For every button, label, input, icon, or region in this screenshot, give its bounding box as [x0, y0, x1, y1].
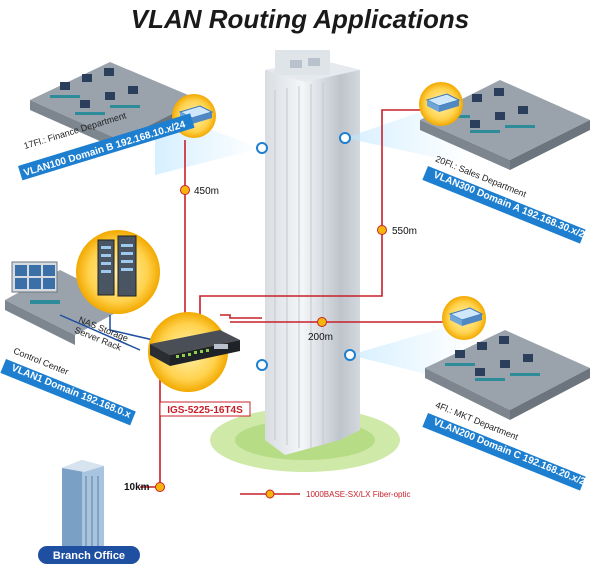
vlan-label-mkt: VLAN200 Domain C 192.168.20.x/24 [432, 417, 593, 490]
tower-port-sales [339, 132, 351, 144]
tower-port-mkt [344, 349, 356, 361]
distance-200m: 200m [308, 332, 333, 343]
banner-mkt [422, 413, 586, 491]
banner-sales [422, 166, 586, 244]
distance-10km: 10km [124, 482, 150, 493]
branch-office-badge [38, 546, 140, 564]
diagram-title: VLAN Routing Applications [130, 4, 470, 34]
branch-office-label: Branch Office [53, 550, 125, 562]
vlan-label-sales: VLAN300 Domain A 192.168.30.x/24 [432, 170, 592, 243]
branch-office-building [62, 460, 104, 552]
switch-model-label: IGS-5225-16T4S [167, 405, 243, 416]
legend-label: 1000BASE-SX/LX Fiber-optic [306, 490, 411, 499]
node-10km [155, 482, 165, 492]
office-floor-mkt [425, 330, 590, 420]
banner-control [0, 359, 136, 426]
node-200m [317, 317, 327, 327]
floor-switch-mkt [442, 296, 486, 340]
node-550m [377, 225, 387, 235]
vlan-label-control: VLAN1 Domain 192.168.0.x [10, 363, 133, 421]
nas-server-rack [76, 230, 160, 314]
distance-550m: 550m [392, 226, 417, 237]
banner-finance [18, 113, 195, 181]
control-center-room [5, 261, 130, 345]
distance-450m: 450m [194, 186, 219, 197]
tower-port-control [256, 359, 268, 371]
core-switch [148, 312, 240, 392]
node-450m [180, 185, 190, 195]
tower-port-finance [256, 142, 268, 154]
office-tower [265, 50, 360, 455]
legend: 1000BASE-SX/LX Fiber-optic [240, 489, 411, 499]
floor-switch-sales [419, 82, 463, 126]
